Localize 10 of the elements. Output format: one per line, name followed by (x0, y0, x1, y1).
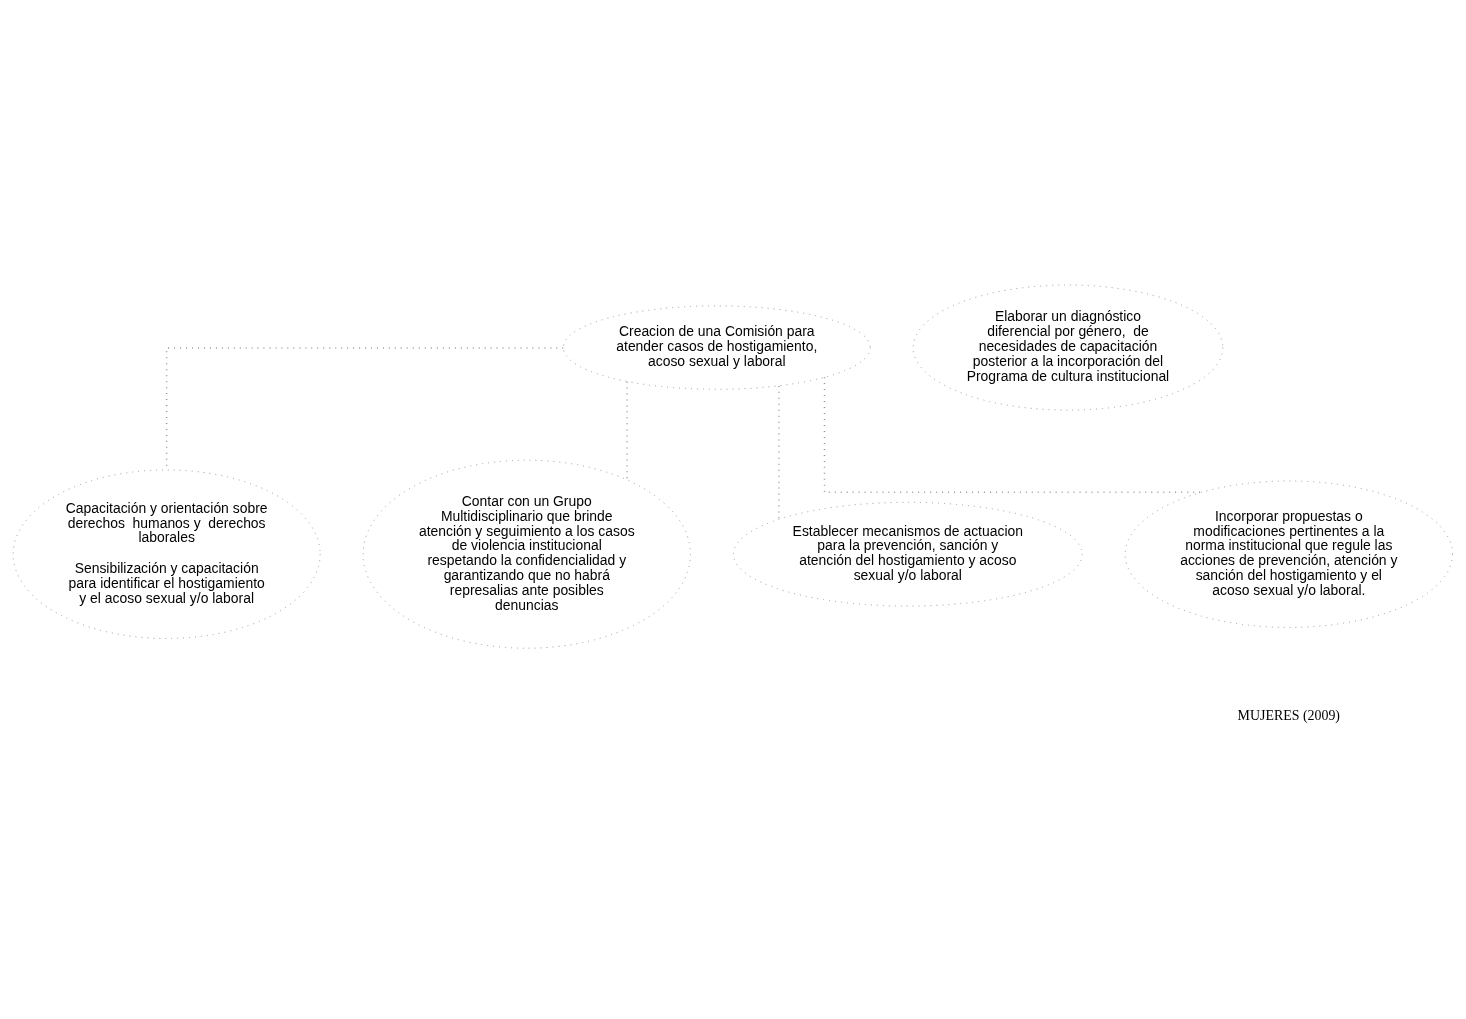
connector (778, 385, 780, 520)
node-ellipse: Incorporar propuestas o modificaciones pertinentes a la norma institucional que regule las acciones de prevención, atención y sanción del hostigamiento y el acoso sexual y/o laboral. (1124, 480, 1453, 628)
node-ellipse: Capacitación y orientación sobre derechos humanos y derechos laborales Sensibilización y capacitación para identificar el hostigamiento y el acoso sexual y/o laboral (12, 469, 321, 639)
label: MUJERES (2009) (1237, 707, 1340, 723)
connector (823, 376, 1203, 493)
node-ellipse: Creacion de una Comisión para atender casos de hostigamiento, acoso sexual y laboral (562, 305, 871, 390)
node-ellipse: Establecer mecanismos de actuacion para la prevención, sanción y atención del hostigamiento y acoso sexual y/o laboral (732, 501, 1083, 607)
node-ellipse: Contar con un Grupo Multidisciplinario que brinde atención y seguimiento a los casos de violencia institucional respetando la confidencialidad y garantizando que no habrá represalias ante posibles denuncias (362, 459, 691, 649)
connector (626, 380, 628, 481)
node-ellipse: Elaborar un diagnóstico diferencial por género, de necesidades de capacitación posterior a la incorporación del Programa de cultura institucional (912, 284, 1224, 411)
